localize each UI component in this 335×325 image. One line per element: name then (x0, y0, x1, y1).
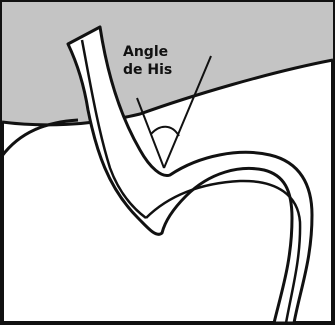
annotation-line-1: Angle (123, 44, 168, 60)
annotation-line-2: de His (123, 62, 172, 78)
